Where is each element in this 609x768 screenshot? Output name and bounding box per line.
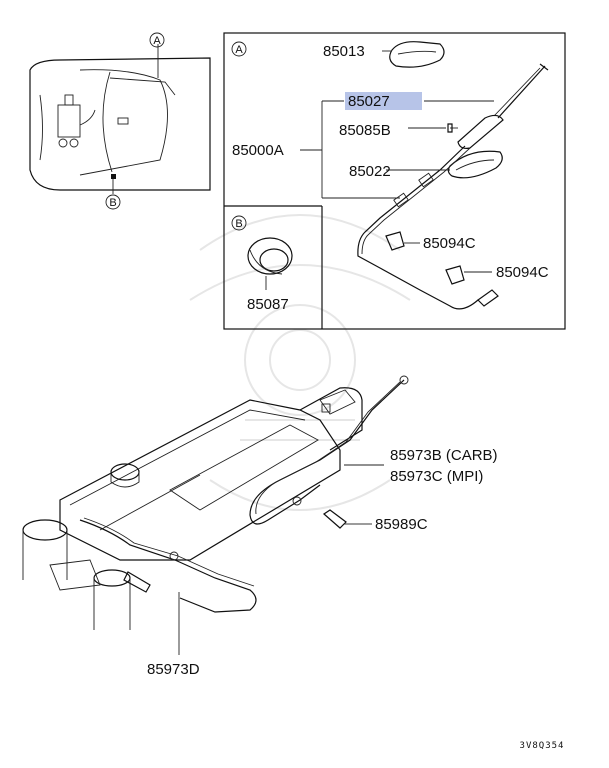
part-85027[interactable]: 85027 <box>348 93 390 110</box>
detail-box-a: A <box>223 32 566 330</box>
callout-a-circle <box>149 32 165 48</box>
part-85973c[interactable]: 85973C (MPI) <box>390 468 483 485</box>
part-85087[interactable]: 85087 <box>247 296 289 313</box>
engine-illustration <box>22 375 409 655</box>
detail-box-b: B <box>231 215 293 290</box>
part-85973d[interactable]: 85973D <box>147 661 200 678</box>
part-85989c[interactable]: 85989C <box>375 516 428 533</box>
box-a-tag: A <box>235 44 243 56</box>
vehicle-overview: A B <box>29 32 211 210</box>
watermark-logo <box>189 214 411 511</box>
part-85000a[interactable]: 85000A <box>232 142 284 159</box>
part-85973b[interactable]: 85973B (CARB) <box>390 447 498 464</box>
part-85094c-lower[interactable]: 85094C <box>496 264 549 281</box>
callout-a-label: A <box>153 35 161 47</box>
callout-b-label: B <box>109 197 116 209</box>
part-85094c-upper[interactable]: 85094C <box>423 235 476 252</box>
box-b-tag: B <box>235 218 242 230</box>
part-85022[interactable]: 85022 <box>349 163 391 180</box>
callout-b-circle <box>105 194 121 210</box>
part-85085b[interactable]: 85085B <box>339 122 391 139</box>
highlight-85027 <box>345 92 422 110</box>
part-85013[interactable]: 85013 <box>323 43 365 60</box>
diagram-code: 3V8Q354 <box>520 741 565 751</box>
